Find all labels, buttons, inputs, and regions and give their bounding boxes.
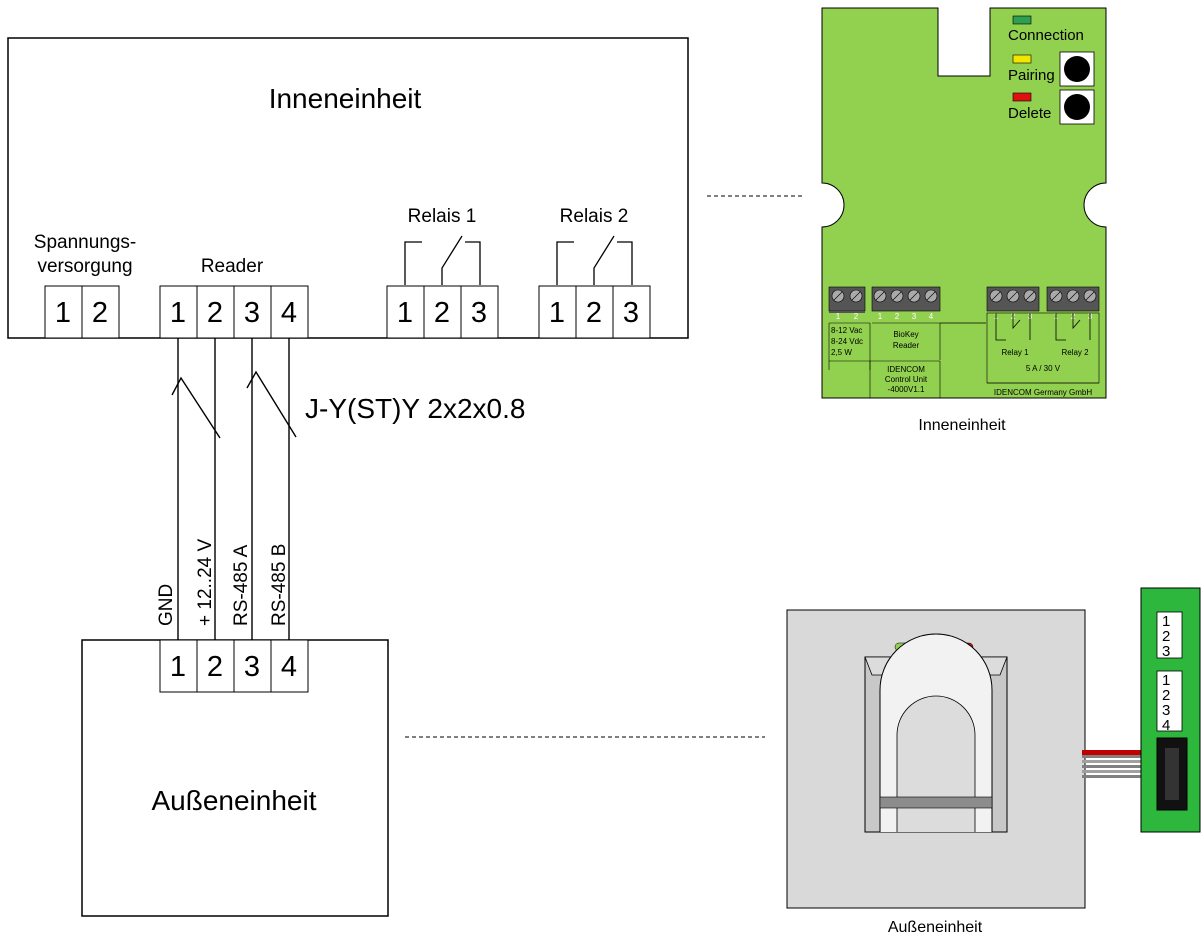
outdoor-terminal-block: 1 2 3 4 — [159, 639, 309, 693]
pairing-button — [1059, 51, 1095, 87]
pcb-terminal: 1 — [1162, 672, 1170, 689]
relay1-terminal: 3 — [471, 297, 487, 329]
pcb-terminal: 1 — [1162, 613, 1170, 630]
pairing-label: Pairing — [1008, 67, 1055, 84]
relay1-terminal: 2 — [434, 297, 450, 329]
relay2-terminal: 3 — [623, 297, 639, 329]
outdoor-board-caption: Außeneinheit — [888, 919, 983, 936]
relay2-terminal: 1 — [549, 297, 565, 329]
delete-label: Delete — [1008, 105, 1051, 122]
board-reader-terminal: 1 2 3 4 — [871, 286, 941, 321]
brand-text-1: IDENCOM — [887, 365, 925, 374]
relay1-terminal: 1 — [397, 297, 413, 329]
power-spec-1: 8-12 Vac — [831, 326, 862, 335]
outdoor-terminal: 4 — [281, 651, 297, 683]
twisted-pair-mark-1 — [171, 376, 221, 439]
board-terminal-num: 1 — [836, 312, 841, 321]
cable-type-label: J-Y(ST)Y 2x2x0.8 — [305, 393, 525, 424]
outdoor-terminal: 3 — [244, 651, 260, 683]
outdoor-terminal: 2 — [207, 651, 223, 683]
reader-text-1: BioKey — [893, 330, 918, 339]
reader-terminal: 3 — [244, 297, 260, 329]
reader-terminal: 4 — [281, 297, 297, 329]
pcb-terminal: 2 — [1162, 628, 1170, 645]
pairing-led — [1012, 54, 1032, 64]
reader-terminal: 2 — [207, 297, 223, 329]
delete-led — [1012, 92, 1032, 102]
manufacturer-text: IDENCOM Germany GmbH — [994, 388, 1092, 397]
relay2-terminal: 2 — [586, 297, 602, 329]
outdoor-unit-title: Außeneinheit — [151, 785, 316, 816]
reader-terminal-block: 1 2 3 4 — [159, 285, 309, 339]
relay2-terminal-block: 1 2 3 — [538, 285, 651, 339]
reader-terminal: 1 — [170, 297, 186, 329]
board-terminal-num: 1 — [878, 312, 883, 321]
relay2-symbol — [556, 235, 633, 285]
indoor-unit-box: Inneneinheit Spannungs- versorgung 1 2 R… — [7, 37, 689, 339]
board-relay-symbols — [995, 313, 1091, 341]
relay2-label: Relais 2 — [560, 206, 629, 227]
wire-label-supply: + 12..24 V — [195, 539, 216, 626]
board-terminal-num: 3 — [912, 312, 917, 321]
power-terminal: 2 — [92, 297, 108, 329]
board-terminal-num: 2 — [854, 312, 859, 321]
connection-led — [1012, 15, 1032, 25]
twisted-pair-mark-2 — [246, 370, 297, 438]
wire-label-gnd: GND — [156, 584, 177, 626]
power-spec-2: 8-24 Vdc — [831, 337, 863, 346]
brand-text-3: -4000V1.1 — [888, 385, 925, 394]
power-supply-label-2: versorgung — [37, 256, 132, 277]
cable-wires — [171, 338, 297, 640]
connection-label: Connection — [1008, 27, 1084, 44]
reader-label: Reader — [201, 256, 264, 277]
board-relay2-terminal: 1 2 3 — [1046, 286, 1100, 321]
pcb-terminal: 2 — [1162, 687, 1170, 704]
delete-button — [1059, 89, 1095, 125]
finger-sensor-strip — [879, 796, 993, 809]
wire-label-rs485a: RS-485 A — [231, 544, 252, 626]
outdoor-reader: 1 2 3 1 2 3 4 — [786, 587, 1201, 909]
relay1-terminal-block: 1 2 3 — [386, 285, 499, 339]
indoor-board: Connection Pairing Delete 1 2 — [821, 7, 1107, 399]
power-terminal-block: 1 2 — [44, 285, 120, 339]
indoor-unit-title: Inneneinheit — [269, 83, 422, 114]
pcb-terminal: 3 — [1162, 702, 1170, 719]
outdoor-terminal: 1 — [170, 651, 186, 683]
power-spec-3: 2,5 W — [831, 348, 852, 357]
relay-rating: 5 A / 30 V — [1026, 364, 1061, 373]
relay1-label: Relais 1 — [408, 206, 477, 227]
pcb-terminal: 3 — [1162, 643, 1170, 660]
board-power-terminal: 1 2 — [828, 286, 866, 321]
relay2-text: Relay 2 — [1061, 348, 1089, 357]
indoor-board-caption: Inneneinheit — [918, 417, 1006, 434]
board-terminal-num: 2 — [895, 312, 900, 321]
wire-label-rs485b: RS-485 B — [269, 544, 290, 626]
reader-text-2: Reader — [893, 341, 920, 350]
relay1-text: Relay 1 — [1001, 348, 1029, 357]
pcb-terminal: 4 — [1162, 717, 1170, 734]
board-terminal-num: 4 — [929, 312, 934, 321]
wire-labels: GND + 12..24 V RS-485 A RS-485 B — [156, 539, 290, 626]
power-supply-label-1: Spannungs- — [34, 232, 136, 253]
power-terminal: 1 — [55, 297, 71, 329]
brand-text-2: Control Unit — [885, 375, 928, 384]
outdoor-unit-box: 1 2 3 4 Außeneinheit — [81, 639, 389, 917]
relay1-symbol — [404, 235, 481, 285]
